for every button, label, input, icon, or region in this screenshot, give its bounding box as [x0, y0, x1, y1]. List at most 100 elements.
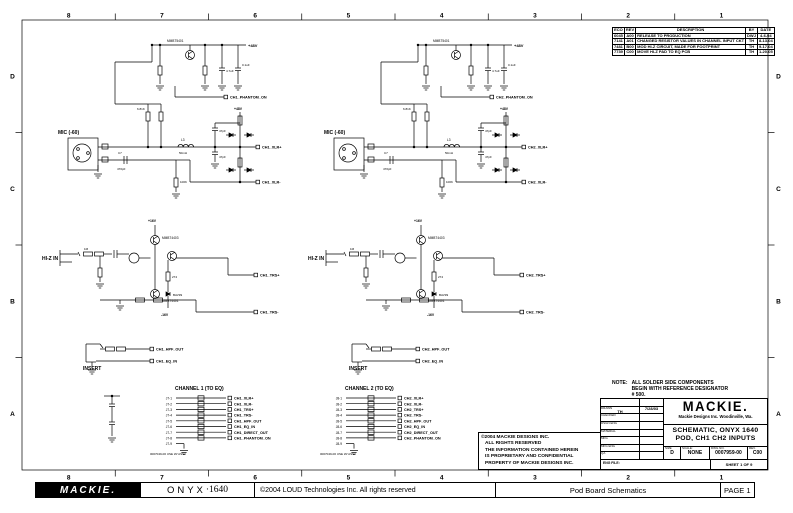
connector-part-note: 0007049-00 USE W/ ASSY [320, 452, 356, 456]
rev-cell: 4-6-04 [756, 32, 775, 40]
zone-label-bottom: 2 [626, 475, 630, 482]
component-label: 47pF [219, 155, 226, 159]
footer-copyright: ©2004 LOUD Technologies Inc. All rights … [255, 483, 496, 497]
component-label: 274 [438, 275, 443, 279]
pin-label: J8-5 [336, 419, 342, 423]
copyright-line: IS PROPRIETARY AND CONFIDENTIAL [485, 454, 574, 460]
footer-doc-title: Pod Board Schematics [496, 483, 721, 497]
mic-input-label: MIC (-60) [324, 130, 345, 136]
component-label: C7 [118, 151, 122, 155]
component-label: 470pF [117, 167, 126, 171]
net-label: CH2_HPF_OUT [404, 419, 432, 423]
component-label: 4.7uF [492, 69, 500, 73]
approvals-header: APPROVALSDATE [601, 399, 663, 407]
zone-label-bottom: 5 [347, 475, 351, 482]
component-label: MMBT4401 [428, 299, 445, 303]
scale-value: NONE [687, 450, 703, 457]
zone-label-bottom: 3 [533, 475, 537, 482]
net-label: CH2_XLR+ [528, 146, 548, 150]
approvals-row: QA [601, 452, 663, 459]
component-label: 1M [350, 247, 355, 251]
rev-cell: MOVE HI-Z PAD TO EQ PCB [635, 49, 747, 56]
component-label: 1M [84, 247, 89, 251]
net-label: CH2_PHANTOM_ON [496, 96, 533, 100]
footer-product-name: ONYX ·1640 [141, 483, 255, 497]
mackie-logo: MACKIE. [682, 399, 749, 415]
zone-label-top: 7 [160, 13, 164, 20]
drawing-title: SCHEMATIC, ONYX 1640 POD, CH1 CH2 INPUTS [664, 425, 767, 448]
rev-col-header: REV [623, 27, 637, 34]
component-label: MMBT4401 [162, 299, 179, 303]
net-label: CH1_PHANTOM_ON [230, 96, 267, 100]
size-label: SIZE [665, 447, 672, 451]
approvals-row: MATERIAL [601, 429, 663, 438]
pin-label: J8-4 [336, 414, 342, 418]
approvals-row: DSGN ENG [601, 421, 663, 430]
pin-label: J8-2 [336, 402, 342, 406]
rev-cell: TH [745, 49, 758, 56]
component-label: 0.1uF [242, 63, 250, 67]
title-line-2: POD, CH1 CH2 INPUTS [675, 435, 756, 443]
net-label: CH2_TRS+ [526, 274, 546, 278]
pin-label: J7-7 [166, 431, 172, 435]
net-label: CH2_XLR- [404, 402, 423, 406]
dwg-no-label: DWG NO. [711, 447, 725, 451]
scale-label: SCALE: [682, 447, 693, 451]
rev-col-header: ECO [612, 27, 625, 34]
component-label: 47pF [485, 129, 492, 133]
hiz-input-label: HI-Z IN [42, 256, 58, 262]
channel-circuit-ch1: +48VMMBT54014.7uF0.1uFCH1_PHANTOM_ON6.81… [42, 39, 282, 456]
pin-label: J7-9 [166, 442, 172, 446]
rev-cell: CHANGED RESISTOR VALUES IN CHANNEL INPUT… [635, 38, 747, 45]
note-line: # 500. [631, 392, 646, 398]
channel-circuit-ch2: +48VMMBT54014.7uF0.1uFCH2_PHANTOM_ON6.81… [308, 39, 548, 456]
component-label: 274 [172, 275, 177, 279]
net-label: CH2_EQ_IN [422, 360, 443, 364]
zone-label-right: C [776, 186, 781, 193]
component-label: 6.81K [137, 107, 145, 111]
zone-label-top: 3 [533, 13, 537, 20]
supply-label: -16V [427, 313, 435, 317]
note-block: NOTE: ALL SOLDER SIDE COMPONENTS BEGIN W… [612, 380, 728, 398]
rev-cell: 1-20-05 [756, 49, 775, 56]
note-line: ALL SOLDER SIDE COMPONENTS [631, 380, 714, 386]
net-label: CH2_TRS- [404, 414, 423, 418]
zone-label-bottom: 7 [160, 475, 164, 482]
component-label: MMBT4403 [162, 236, 179, 240]
pin-label: J8-1 [336, 397, 342, 401]
copyright-line: ©2004 MACKIE DESIGNS INC. [481, 435, 550, 440]
zone-label-bottom: 4 [440, 475, 444, 482]
company-line: Mackie Designs Inc. Woodinville, Wa. [678, 414, 753, 419]
zone-label-left: A [10, 411, 15, 418]
note-label: NOTE: [612, 380, 628, 386]
footer-page-number: PAGE 1 [724, 485, 751, 495]
net-label: CH2_XLR+ [404, 397, 424, 401]
pin-label: J7-6 [166, 425, 172, 429]
channel-header: CHANNEL 1 (TO EQ) [175, 386, 224, 392]
component-label: 100K [180, 180, 187, 184]
component-label: L3 [447, 138, 451, 142]
net-label: CH1_HPF_OUT [156, 348, 184, 352]
zone-label-right: B [776, 298, 781, 305]
zone-label-bottom: 8 [67, 475, 71, 482]
net-label: CH1_XLR+ [234, 397, 254, 401]
copyright-line: PROPERTY OF MACKIE DESIGNS INC. [485, 460, 574, 466]
supply-label: +48V [234, 107, 243, 111]
copyright-block: ©2004 MACKIE DESIGNS INC. ALL RIGHTS RES… [478, 432, 601, 470]
net-label: CH1_TRS- [234, 414, 253, 418]
pin-label: J7-5 [166, 419, 172, 423]
pin-label: J8-6 [336, 425, 342, 429]
component-label: 0.1uF [508, 63, 516, 67]
net-label: CH1_XLR+ [262, 146, 282, 150]
component-label: L3 [181, 138, 185, 142]
hiz-input-label: HI-Z IN [308, 256, 324, 262]
insert-label: INSERT [349, 366, 367, 372]
pin-label: J7-8 [166, 437, 172, 441]
sheet-number: SHEET 1 OF 9 [725, 461, 753, 467]
net-label: CH1_XLR- [262, 181, 281, 185]
